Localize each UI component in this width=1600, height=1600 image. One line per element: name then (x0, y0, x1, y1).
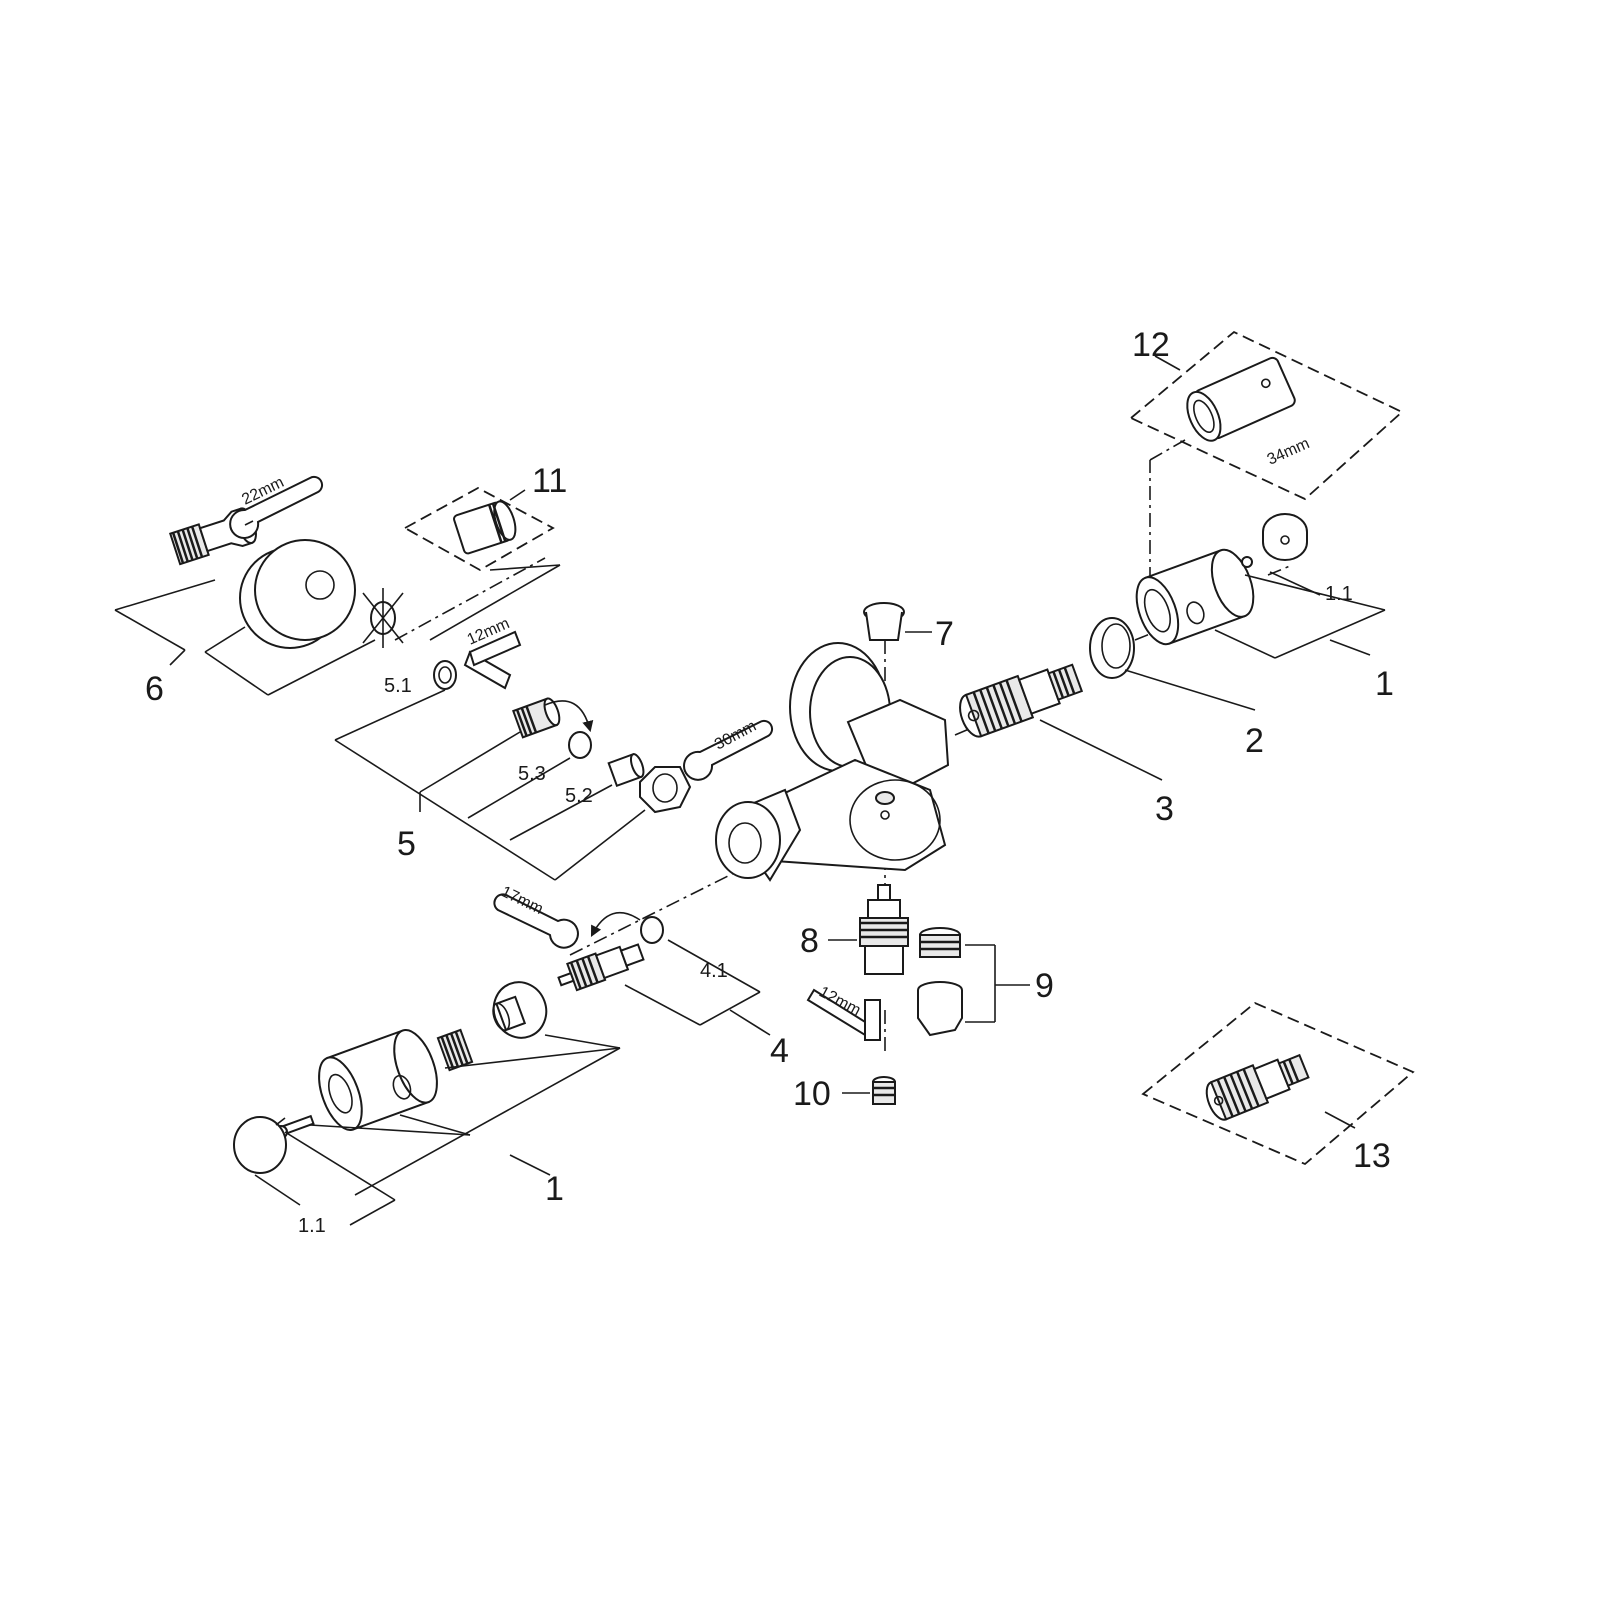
socket-size-label: 34mm (1265, 435, 1313, 469)
part-8-cartridge: 8 (800, 884, 909, 975)
part-1-1-cap-left (233, 1116, 287, 1174)
callout-7: 7 (935, 615, 954, 653)
part-6-eccentric-connector: 6 (114, 507, 404, 708)
o-ring-5 (568, 731, 592, 759)
callout-1-right: 1 (1375, 665, 1394, 703)
part-10-insert: 10 (793, 1075, 896, 1113)
part-1-1-cap-right (1262, 513, 1308, 561)
part-12-socket-tool: 34mm 12 (1129, 326, 1404, 501)
callout-5-2: 5.2 (565, 785, 593, 807)
callout-2: 2 (1245, 722, 1264, 760)
hex-nut-5 (639, 766, 692, 814)
part-5-3-nipple (512, 697, 561, 739)
mixer-body (715, 642, 950, 882)
part-9-tools: 9 (917, 927, 1054, 1037)
leader-3 (1039, 719, 1163, 781)
callout-9: 9 (1035, 967, 1054, 1005)
logo-plate (875, 791, 895, 805)
wrench-17mm-icon: 17mm (493, 883, 579, 949)
hex-key-12mm-icon: 12mm (463, 615, 522, 690)
part-4-shutoff-cartridge: 4.1 4 (557, 911, 789, 1070)
part-4-1-oring (640, 916, 664, 944)
callout-5: 5 (397, 825, 416, 863)
part-13-cartridge-box: 13 (1141, 1001, 1415, 1175)
part-13-box (1141, 1001, 1415, 1166)
callout-6: 6 (145, 670, 164, 708)
part-2-ring: 2 (1089, 617, 1264, 760)
callout-10: 10 (793, 1075, 831, 1113)
part-1-right-handle: 1.1 1 (1135, 513, 1394, 703)
filter-washer-crossed (362, 588, 404, 648)
callout-5-1: 5.1 (384, 675, 412, 697)
part-5-outlet-parts: 12mm 30mm 5.1 5.3 5.2 (334, 615, 774, 881)
callout-1-left: 1 (545, 1170, 564, 1208)
part-5-2-insert (607, 752, 645, 788)
callout-4-1: 4.1 (700, 960, 728, 982)
callout-1-1-left: 1.1 (298, 1215, 326, 1237)
callout-13: 13 (1353, 1137, 1391, 1175)
part-11-box (403, 486, 555, 572)
wrench-22mm-icon: 22mm (229, 474, 324, 539)
callout-8: 8 (800, 922, 819, 960)
part-7-cap: 7 (863, 602, 954, 653)
part-12-box (1129, 330, 1404, 501)
part-5-1-seal (433, 660, 457, 690)
part-1-left-handle: 1 1.1 (233, 981, 621, 1237)
wrench-30mm-icon: 30mm (683, 718, 774, 781)
part-3-cartridge (959, 663, 1084, 738)
callout-5-3: 5.3 (518, 763, 546, 785)
callout-4: 4 (770, 1032, 789, 1070)
hex-key-12mm-bottom-icon: 12mm (806, 984, 881, 1041)
part-11-adapter: 11 (403, 462, 567, 641)
callout-12: 12 (1132, 326, 1170, 364)
callout-3: 3 (1155, 790, 1174, 828)
callout-11: 11 (532, 462, 567, 500)
